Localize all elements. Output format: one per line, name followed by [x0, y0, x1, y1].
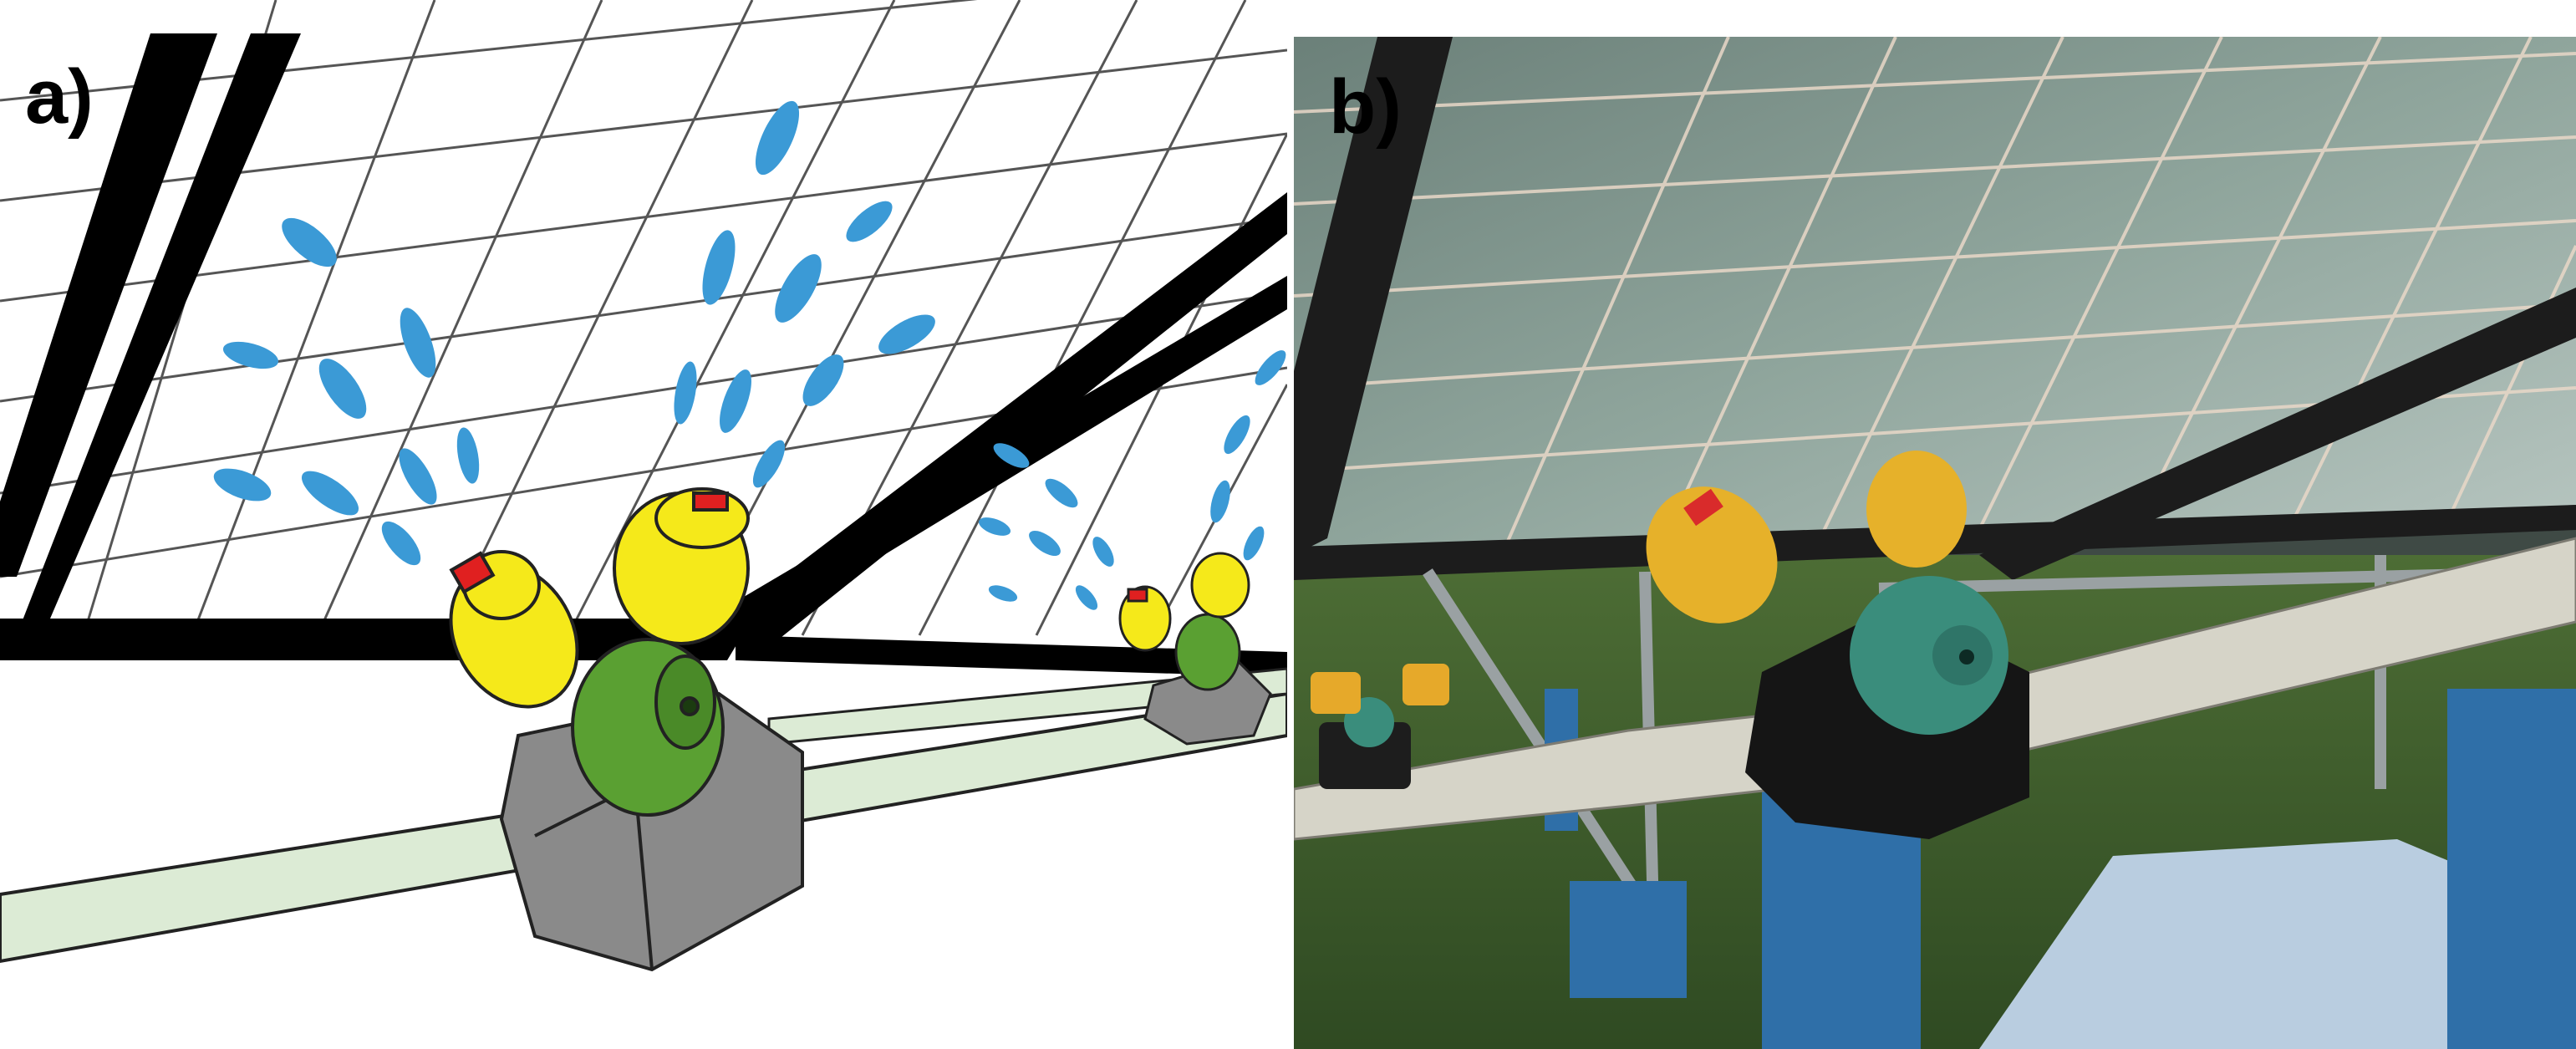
nozzle-main: [1646, 451, 2029, 839]
blue-tarp: [1979, 839, 2576, 1049]
water-droplets: [213, 100, 1286, 610]
illustration-canvas: [0, 0, 1287, 972]
panel-label-b: b): [1329, 64, 1402, 150]
nozzle-assembly-main: [449, 487, 804, 972]
pvc-pipe: [1294, 537, 2576, 841]
photograph-canvas: [1294, 37, 2576, 1049]
panel-a-illustration: a): [0, 0, 1287, 1049]
panel-b-photograph: b): [1294, 37, 2576, 1049]
panel-label-a: a): [25, 54, 94, 140]
nozzle-assembly-secondary: [1118, 552, 1272, 746]
nozzle-distant: [1311, 664, 1449, 789]
